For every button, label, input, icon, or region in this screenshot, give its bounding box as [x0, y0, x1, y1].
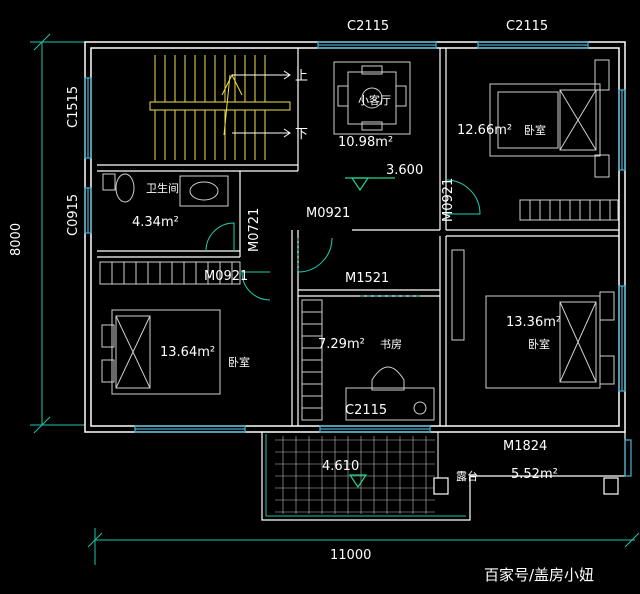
toilet-icon: [102, 173, 135, 203]
watermark: 百家号/盖房小妞: [484, 566, 594, 584]
window-label-top-left: C2115: [347, 19, 389, 34]
room-area-terrace: 5.52m²: [511, 467, 558, 482]
door-label-corridor: M0921: [306, 206, 350, 221]
stair-up-label: 上: [295, 69, 308, 84]
window-label-left-upper: C1515: [66, 86, 81, 128]
door-label-terrace: M1824: [503, 439, 547, 454]
door-label-study: M1521: [345, 271, 389, 286]
windows: [84, 41, 632, 477]
level-lower: 4.610: [322, 459, 359, 474]
door-label-bedroom-top-right: M0921: [441, 178, 456, 222]
dresser-icon: [451, 249, 465, 341]
room-name-lounge: 小客厅: [358, 93, 391, 107]
door-swings: [205, 179, 481, 301]
door-label-bedroom-left: M0921: [204, 269, 248, 284]
door-label-bath: M0721: [247, 208, 262, 252]
dimension-lines: [30, 33, 640, 565]
desk-icon: [345, 366, 435, 421]
staircase: [149, 55, 291, 160]
dimension-height: 8000: [9, 223, 24, 256]
room-name-bedroom-l: 卧室: [228, 355, 250, 369]
dining-table-icon: [333, 61, 411, 135]
bed-icon: [489, 59, 610, 178]
bookshelf-icon: [301, 299, 323, 421]
room-name-study: 书房: [380, 338, 402, 351]
room-area-bedroom-br: 13.36m²: [506, 315, 561, 330]
sink-icon: [179, 175, 229, 207]
room-name-terrace: 露台: [456, 469, 478, 483]
stair-arrows: [232, 70, 291, 138]
room-area-bath: 4.34m²: [132, 215, 179, 230]
room-name-bedroom-tr: 卧室: [524, 123, 546, 137]
outer-walls: [84, 41, 626, 433]
room-name-bedroom-br: 卧室: [528, 337, 550, 351]
room-area-lounge: 10.98m²: [338, 135, 393, 150]
room-area-study: 7.29m²: [318, 337, 365, 352]
room-name-bath: 卫生间: [146, 181, 179, 195]
dimension-width: 11000: [330, 548, 371, 563]
window-label-top-right: C2115: [506, 19, 548, 34]
window-label-left-lower: C0915: [66, 194, 81, 236]
terrace-tiles: [275, 436, 435, 514]
bed-right-icon: [485, 291, 615, 389]
window-label-bottom: C2115: [345, 403, 387, 418]
stair-down-label: 下: [295, 127, 308, 142]
bed-left-icon: [101, 309, 221, 395]
interior-walls: [97, 48, 619, 426]
level-upper: 3.600: [386, 163, 423, 178]
room-area-bedroom-tr: 12.66m²: [457, 123, 512, 138]
level-markers: [345, 177, 395, 489]
wardrobe-left-icon: [99, 261, 241, 285]
wardrobe-icon: [519, 199, 619, 221]
room-area-bedroom-l: 13.64m²: [160, 345, 215, 360]
